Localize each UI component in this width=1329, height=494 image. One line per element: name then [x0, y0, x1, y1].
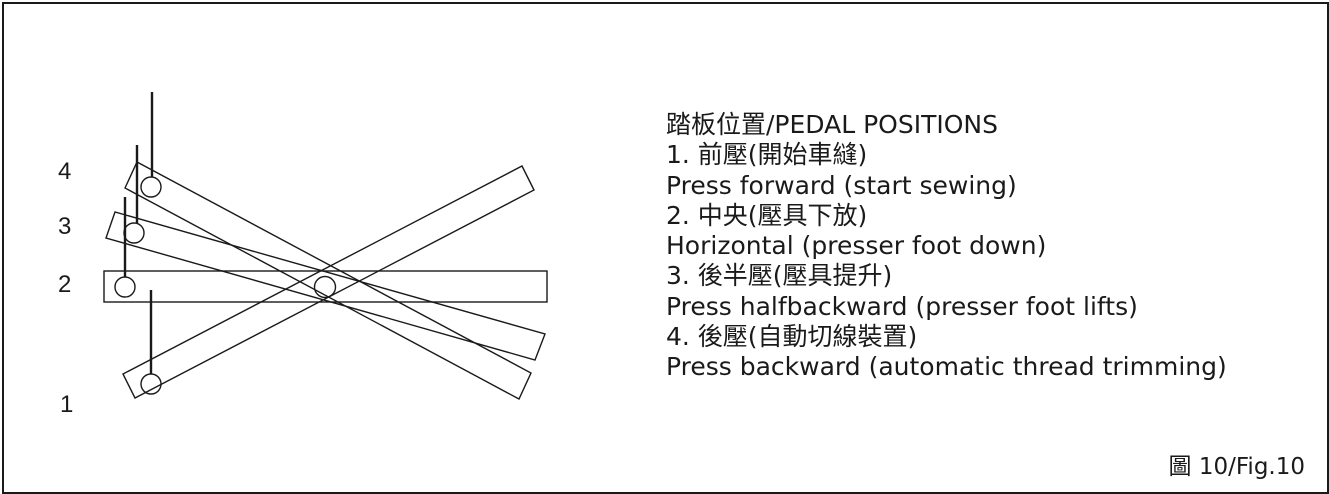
position-label-4: 4: [58, 158, 72, 185]
legend-item-3-en: Press halfbackward (presser foot lifts): [666, 291, 1138, 321]
pedal-hole-position-1: [140, 373, 162, 395]
figure-caption: 圖 10/Fig.10: [1168, 454, 1305, 480]
legend-item-4-zh: 4. 後壓(自動切線裝置): [666, 322, 918, 352]
pedal-hole-position-3: [123, 222, 145, 244]
position-label-1: 1: [60, 391, 74, 418]
pedal-hole-position-4: [140, 176, 162, 198]
pivot-circle: [313, 275, 337, 299]
legend-item-2-en: Horizontal (presser foot down): [666, 231, 1047, 261]
pedal-bar-position-1: [122, 165, 535, 399]
pedal-diagram: [103, 92, 548, 400]
pedal-bar-position-4: [124, 161, 532, 400]
pedal-bar-position-2: [103, 270, 548, 303]
legend-item-1-en: Press forward (start sewing): [666, 170, 1017, 200]
pedal-hole-position-2: [114, 276, 136, 298]
pedal-bar-position-3: [105, 211, 546, 361]
pedal-positions-legend: 踏板位置/PEDAL POSITIONS 1. 前壓(開始車縫) Press f…: [666, 110, 1227, 383]
legend-item-2-zh: 2. 中央(壓具下放): [666, 200, 868, 230]
legend-item-1-zh: 1. 前壓(開始車縫): [666, 140, 868, 170]
legend-item-4-en: Press backward (automatic thread trimmin…: [666, 352, 1227, 382]
position-label-2: 2: [58, 271, 72, 298]
position-label-3: 3: [58, 213, 72, 240]
legend-item-3-zh: 3. 後半壓(壓具提升): [666, 261, 893, 291]
legend-title: 踏板位置/PEDAL POSITIONS: [666, 110, 998, 139]
